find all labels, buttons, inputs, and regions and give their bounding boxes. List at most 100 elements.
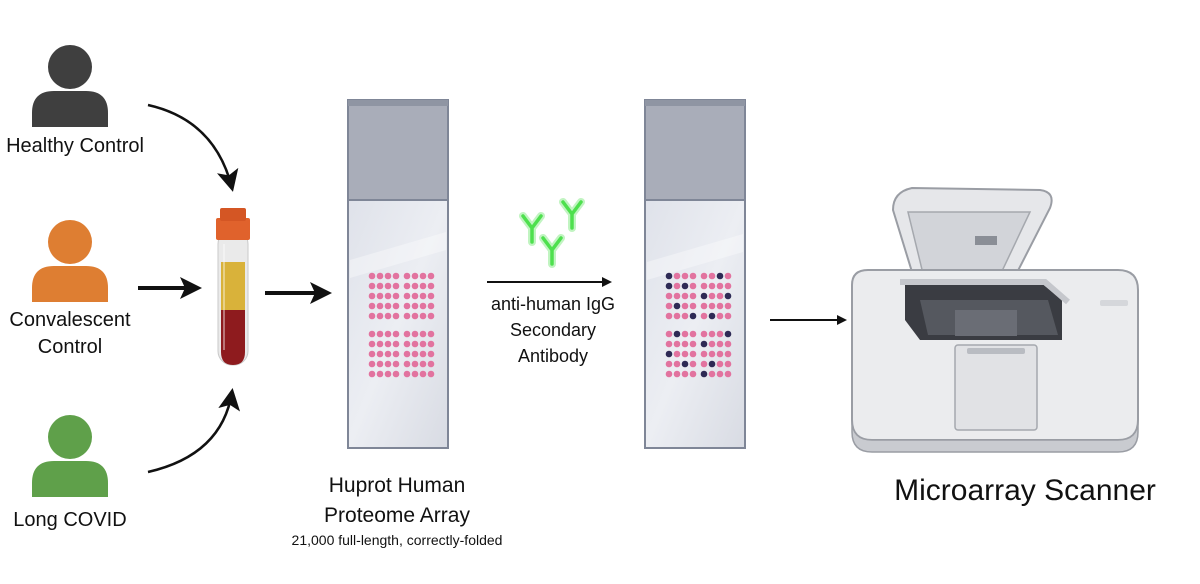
protein-spot <box>689 272 697 280</box>
healthy-control-person-icon <box>32 45 108 127</box>
protein-spot <box>368 272 376 280</box>
long-covid-person-icon <box>32 415 108 497</box>
protein-spot <box>724 312 732 320</box>
protein-spot <box>716 370 724 378</box>
protein-spot <box>681 330 689 338</box>
protein-spot <box>716 312 724 320</box>
protein-spot <box>724 282 732 290</box>
bound-spot <box>708 312 716 320</box>
bound-spot <box>689 312 697 320</box>
protein-spot <box>708 282 716 290</box>
protein-spot <box>419 282 427 290</box>
protein-spot <box>419 370 427 378</box>
protein-spot <box>392 350 400 358</box>
protein-spot <box>708 350 716 358</box>
protein-spot <box>724 272 732 280</box>
bound-spot <box>673 302 681 310</box>
protein-spot <box>724 360 732 368</box>
protein-spot <box>392 282 400 290</box>
protein-spot <box>724 340 732 348</box>
secondary-antibody-icons <box>519 198 585 268</box>
bound-spot <box>673 330 681 338</box>
protein-spot <box>403 272 411 280</box>
protein-spot <box>724 302 732 310</box>
protein-spot <box>411 370 419 378</box>
protein-spot <box>708 272 716 280</box>
protein-spot <box>419 360 427 368</box>
protein-spot <box>681 272 689 280</box>
protein-spot <box>427 340 435 348</box>
protein-spot <box>700 350 708 358</box>
protein-spot <box>392 272 400 280</box>
protein-spot <box>368 350 376 358</box>
arrow-longcovid-to-tube <box>147 388 241 474</box>
bound-spot <box>700 370 708 378</box>
protein-spot <box>411 302 419 310</box>
protein-spot <box>708 370 716 378</box>
bound-spot <box>665 272 673 280</box>
protein-spot <box>368 282 376 290</box>
protein-spot <box>384 330 392 338</box>
protein-spot <box>427 302 435 310</box>
protein-spot <box>384 340 392 348</box>
protein-spot <box>384 302 392 310</box>
bound-spot <box>724 292 732 300</box>
protein-spot <box>376 292 384 300</box>
protein-spot <box>700 312 708 320</box>
protein-spot <box>724 370 732 378</box>
protein-spot <box>368 292 376 300</box>
protein-spot <box>411 282 419 290</box>
protein-spot <box>673 340 681 348</box>
protein-spot <box>700 360 708 368</box>
bound-spot <box>681 282 689 290</box>
protein-spot <box>689 340 697 348</box>
protein-spot <box>665 360 673 368</box>
protein-spot <box>368 360 376 368</box>
protein-spot <box>689 330 697 338</box>
protein-spot <box>427 292 435 300</box>
microarray-scanner-icon <box>851 186 1139 453</box>
bound-spot <box>724 330 732 338</box>
protein-spot <box>665 330 673 338</box>
protein-spot <box>708 340 716 348</box>
protein-spot <box>716 330 724 338</box>
protein-spot <box>411 312 419 320</box>
protein-spot <box>673 272 681 280</box>
protein-spot <box>700 302 708 310</box>
huprot-array-slide <box>347 99 449 449</box>
protein-spot <box>689 350 697 358</box>
protein-spot <box>419 350 427 358</box>
protein-spot <box>419 312 427 320</box>
protein-spot <box>384 272 392 280</box>
antibody-label-line2: Secondary <box>510 320 596 340</box>
protein-spot <box>376 312 384 320</box>
protein-spot <box>403 312 411 320</box>
protein-spot <box>403 350 411 358</box>
protein-spot <box>384 350 392 358</box>
protein-spot <box>403 330 411 338</box>
antibody-label-line1: anti-human IgG <box>491 294 615 314</box>
protein-spot <box>411 330 419 338</box>
protein-spot <box>665 370 673 378</box>
protein-spot <box>376 272 384 280</box>
protein-spot <box>376 302 384 310</box>
protein-spot <box>689 282 697 290</box>
protein-spot <box>673 292 681 300</box>
protein-spot <box>368 340 376 348</box>
protein-spot <box>427 370 435 378</box>
convalescent-control-person-icon <box>32 220 108 302</box>
protein-spot <box>716 340 724 348</box>
protein-spot <box>665 302 673 310</box>
protein-spot <box>708 292 716 300</box>
protein-spot <box>673 360 681 368</box>
protein-spot <box>427 350 435 358</box>
protein-spot <box>368 370 376 378</box>
protein-spot <box>708 302 716 310</box>
protein-spot <box>673 312 681 320</box>
protein-spot <box>665 312 673 320</box>
protein-spot <box>681 302 689 310</box>
protein-spot <box>427 330 435 338</box>
protein-spot <box>673 350 681 358</box>
protein-spot <box>419 302 427 310</box>
protein-spot <box>403 340 411 348</box>
